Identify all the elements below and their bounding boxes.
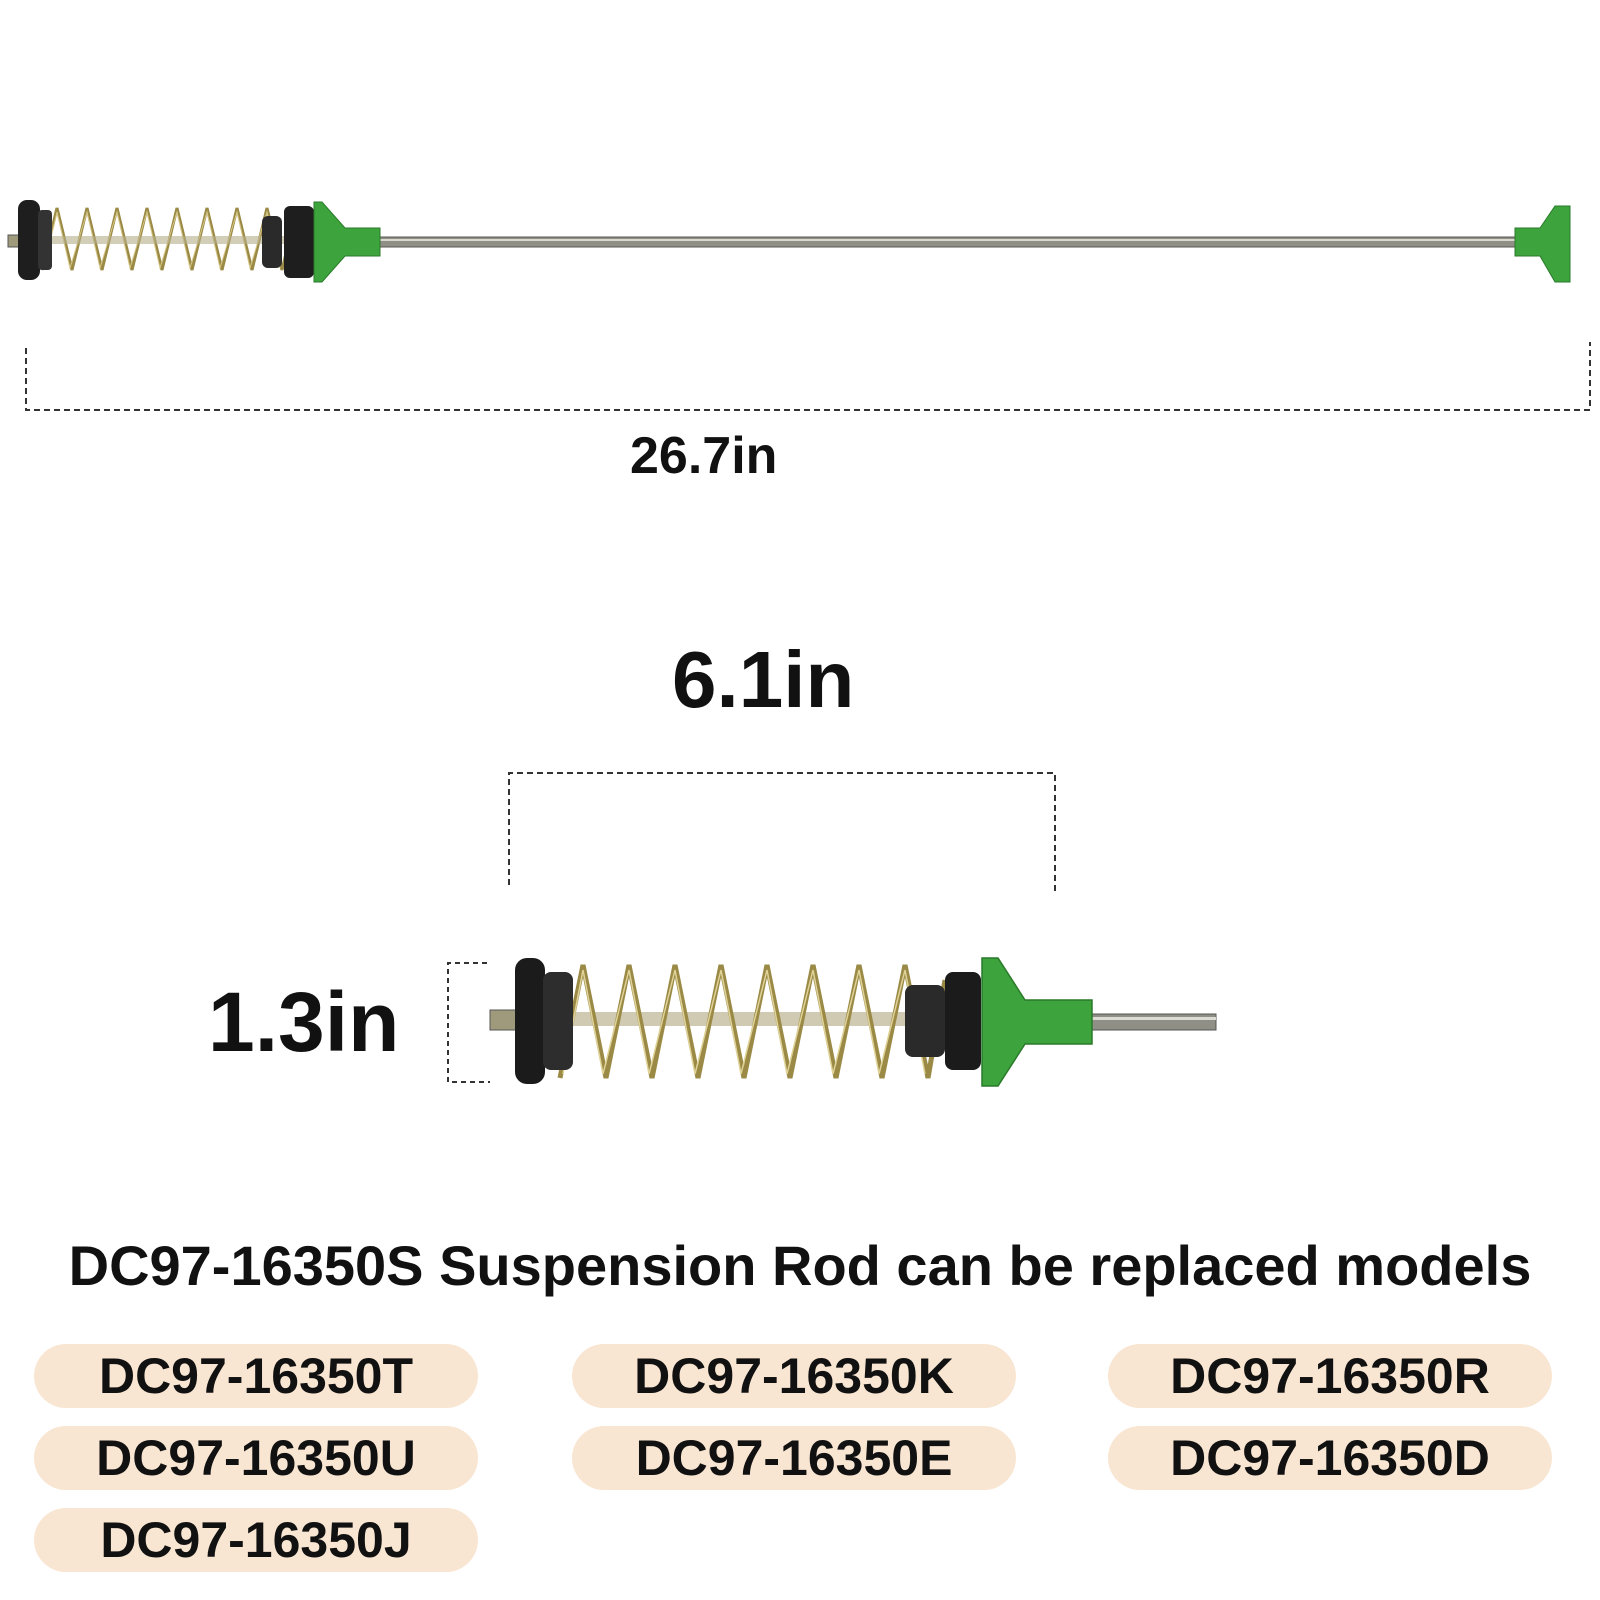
spring-length-label: 6.1in xyxy=(672,635,855,724)
model-number: DC97-16350U xyxy=(96,1430,416,1486)
detail-green-cone xyxy=(981,957,1093,1087)
rod-green-cone xyxy=(313,201,381,283)
spring-diameter-dimension-bracket xyxy=(447,962,490,1083)
full-suspension-rod-illustration xyxy=(7,200,1571,283)
model-number: DC97-16350J xyxy=(100,1512,412,1568)
model-pill: DC97-16350R xyxy=(1108,1344,1552,1408)
model-number: DC97-16350R xyxy=(1170,1348,1490,1404)
model-number: DC97-16350T xyxy=(98,1348,414,1404)
model-number: DC97-16350K xyxy=(634,1348,954,1404)
detail-left-cap xyxy=(515,958,545,1084)
model-number: DC97-16350E xyxy=(635,1430,953,1486)
total-length-label: 26.7in xyxy=(630,427,778,485)
model-pill: DC97-16350U xyxy=(34,1426,478,1490)
spring-detail-illustration xyxy=(489,957,1217,1087)
spring-diameter-label: 1.3in xyxy=(208,975,400,1069)
total-length-dimension-line xyxy=(25,342,1591,411)
model-pill: DC97-16350D xyxy=(1108,1426,1552,1490)
compatible-models-heading: DC97-16350S Suspension Rod can be replac… xyxy=(68,1234,1532,1297)
model-pill: DC97-16350E xyxy=(572,1426,1016,1490)
model-number: DC97-16350D xyxy=(1170,1430,1490,1486)
rod-green-end xyxy=(1514,205,1571,283)
rod-left-cap xyxy=(18,200,40,280)
spring-length-dimension-bracket xyxy=(508,772,1056,895)
detail-rod-shaft xyxy=(1089,1013,1217,1031)
model-pill: DC97-16350T xyxy=(34,1344,478,1408)
model-pill: DC97-16350J xyxy=(34,1508,478,1572)
model-pill: DC97-16350K xyxy=(572,1344,1016,1408)
